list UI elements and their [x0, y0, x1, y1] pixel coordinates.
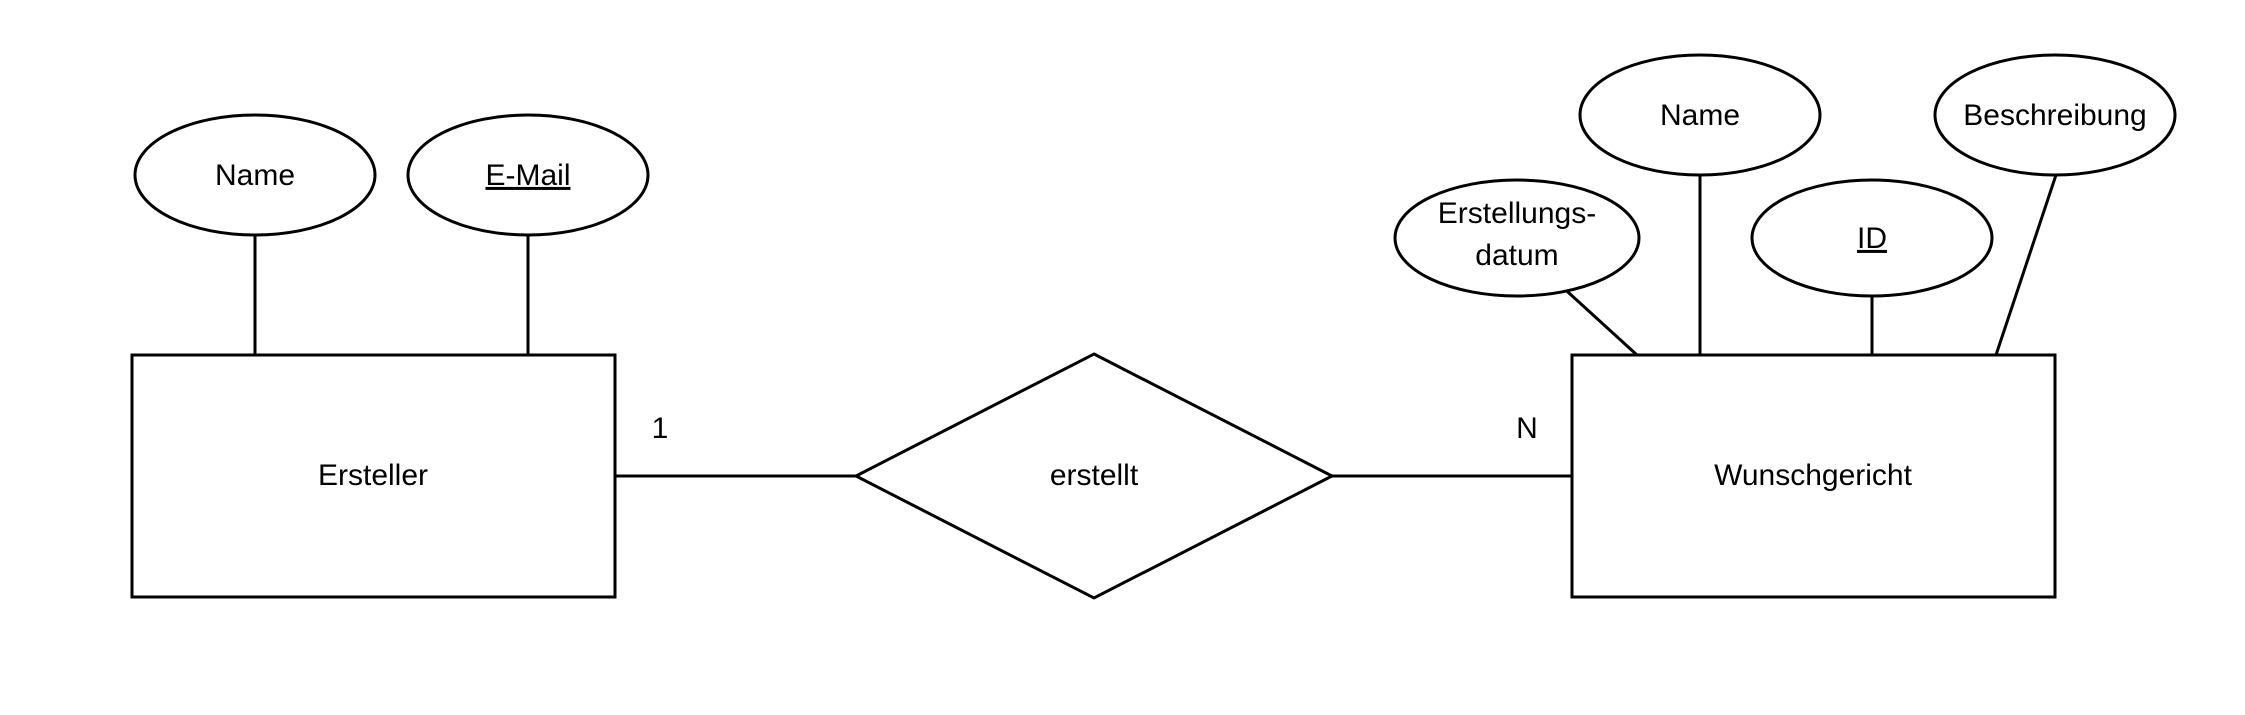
attribute-wunschgericht-id[interactable]: ID	[1750, 178, 1994, 298]
connector-wunschgericht-erstellungsdatum	[1556, 281, 1639, 357]
attribute-ersteller-email-ellipse[interactable]	[406, 113, 650, 237]
entity-wunschgericht-box[interactable]	[1570, 353, 2057, 599]
attribute-wunschgericht-beschreibung-ellipse[interactable]	[1933, 53, 2177, 177]
entity-ersteller[interactable]: Ersteller	[130, 353, 617, 599]
attribute-wunschgericht-erstellungsdatum-label-line2: datum	[1475, 239, 1558, 272]
cardinality-labels: 1 N	[652, 412, 1538, 445]
attribute-ersteller-email[interactable]: E-Mail	[406, 113, 650, 237]
connector-wunschgericht-beschreibung	[1994, 174, 2058, 356]
relationship-erstellt-label: erstellt	[1050, 459, 1139, 492]
attribute-ersteller-name-label: Name	[215, 159, 295, 192]
attribute-wunschgericht-name-label: Name	[1660, 99, 1740, 132]
attribute-wunschgericht-beschreibung[interactable]: Beschreibung	[1933, 53, 2177, 177]
attribute-wunschgericht-name-ellipse[interactable]	[1578, 53, 1822, 177]
entity-ersteller-box[interactable]	[130, 353, 617, 599]
entity-wunschgericht-label: Wunschgericht	[1714, 459, 1913, 492]
relationship-erstellt-diamond[interactable]	[852, 352, 1336, 600]
attribute-wunschgericht-beschreibung-label: Beschreibung	[1963, 99, 2146, 132]
cardinality-label-ersteller-side: 1	[652, 412, 669, 445]
relationship-erstellt[interactable]: erstellt	[852, 352, 1336, 600]
entity-ersteller-label: Ersteller	[318, 459, 428, 492]
entity-wunschgericht[interactable]: Wunschgericht	[1570, 353, 2057, 599]
attribute-ersteller-email-label: E-Mail	[485, 159, 570, 192]
attribute-wunschgericht-id-label: ID	[1857, 222, 1887, 255]
attribute-wunschgericht-erstellungsdatum-ellipse[interactable]	[1393, 178, 1641, 298]
attribute-wunschgericht-erstellungsdatum[interactable]: Erstellungs- datum	[1393, 178, 1641, 298]
attribute-ersteller-name[interactable]: Name	[133, 113, 377, 237]
attribute-wunschgericht-name[interactable]: Name	[1578, 53, 1822, 177]
cardinality-label-wunschgericht-side: N	[1516, 412, 1538, 445]
attribute-connectors	[253, 174, 2058, 357]
attribute-ersteller-name-ellipse[interactable]	[133, 113, 377, 237]
attribute-wunschgericht-id-ellipse[interactable]	[1750, 178, 1994, 298]
attribute-wunschgericht-erstellungsdatum-label-line1: Erstellungs-	[1438, 197, 1596, 230]
